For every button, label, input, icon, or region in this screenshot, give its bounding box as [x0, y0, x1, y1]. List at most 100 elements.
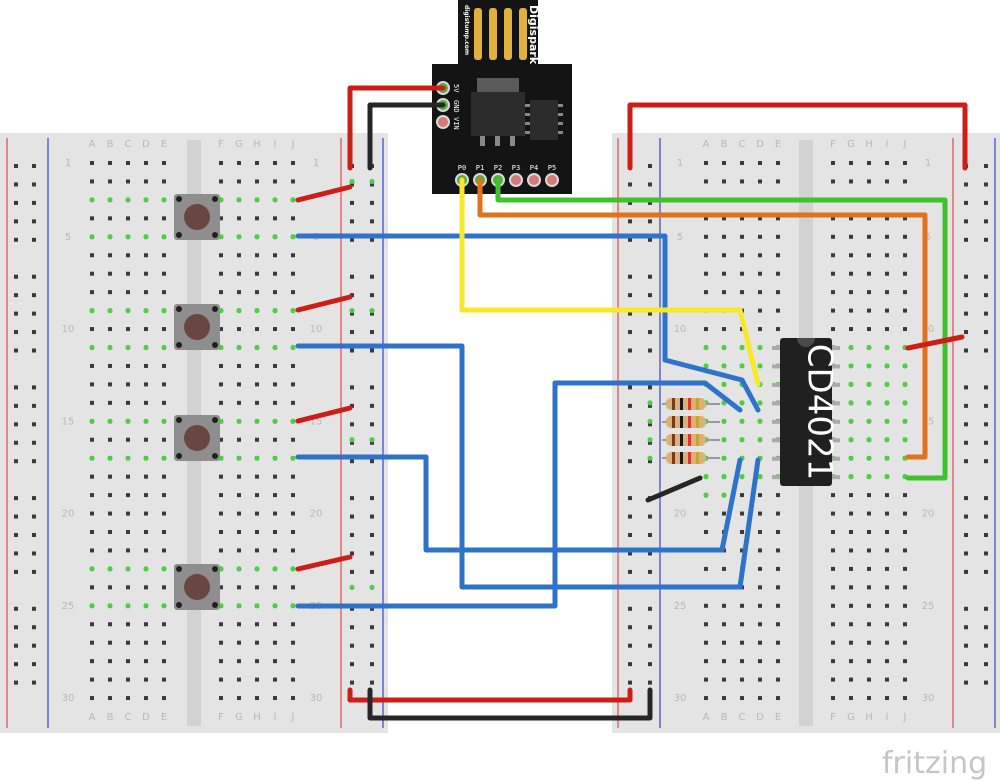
cd4021-chip[interactable]: CD4021: [772, 338, 840, 486]
wire-blue-3[interactable]: [295, 454, 743, 553]
column-letter: A: [703, 139, 710, 150]
resistor-3[interactable]: [662, 434, 720, 446]
wire-red-bottom-bridge[interactable]: [347, 687, 633, 703]
io-pin-label: P5: [548, 164, 556, 172]
io-pin-label: P2: [494, 164, 502, 172]
column-letter: H: [253, 139, 261, 150]
breadboard-right: ABCDEFGHIJABCDEFGHIJ11551010151520202525…: [612, 133, 1000, 733]
column-letter: H: [865, 139, 873, 150]
row-number: 5: [677, 232, 683, 243]
column-letter: E: [161, 139, 167, 150]
row-number: 15: [62, 416, 75, 427]
column-letter: J: [291, 712, 295, 723]
resistor-1[interactable]: [662, 398, 720, 410]
row-number: 1: [65, 158, 71, 169]
column-letter: A: [89, 139, 96, 150]
pushbutton-2[interactable]: [174, 304, 220, 350]
column-letter: D: [142, 712, 150, 723]
pushbutton-1[interactable]: [174, 194, 220, 240]
resistor-4[interactable]: [662, 452, 720, 464]
row-number: 1: [677, 158, 683, 169]
row-number: 30: [674, 693, 687, 704]
power-pin-label-vin: VIN: [452, 117, 460, 130]
resistor-2[interactable]: [662, 416, 720, 428]
column-letter: D: [142, 139, 150, 150]
row-number: 1: [313, 158, 319, 169]
wire-red-button-4[interactable]: [295, 554, 353, 572]
digispark-url: digistump.com: [463, 5, 470, 55]
power-pin-label-gnd: GND: [452, 100, 460, 113]
wire-blue-2[interactable]: [295, 343, 761, 590]
column-letter: J: [903, 139, 907, 150]
column-letter: D: [756, 139, 764, 150]
column-letter: C: [125, 139, 132, 150]
row-number: 15: [922, 416, 935, 427]
column-letter: H: [865, 712, 873, 723]
io-pin-label: P0: [458, 164, 466, 172]
pushbutton-group: [174, 194, 220, 610]
column-letter: D: [756, 712, 764, 723]
row-number: 20: [310, 509, 323, 520]
wire-red-5v[interactable]: [347, 85, 446, 171]
wire-orange-p1[interactable]: [477, 177, 928, 460]
wire-red-button-3[interactable]: [295, 405, 353, 424]
row-number: 20: [674, 509, 687, 520]
fritzing-watermark: fritzing: [882, 746, 987, 781]
column-letter: B: [721, 139, 728, 150]
wire-black-resistor-gnd[interactable]: [645, 475, 703, 503]
wire-blue-4[interactable]: [295, 380, 743, 609]
column-letter: B: [721, 712, 728, 723]
io-pin-label: P3: [512, 164, 520, 172]
column-letter: E: [775, 139, 781, 150]
io-pin-p5[interactable]: [545, 173, 559, 187]
row-number: 30: [62, 693, 75, 704]
column-letter: B: [107, 139, 114, 150]
column-letter: C: [125, 712, 132, 723]
row-number: 5: [65, 232, 71, 243]
column-letter: E: [775, 712, 781, 723]
io-pin-label: P1: [476, 164, 484, 172]
column-letter: J: [291, 139, 295, 150]
row-number: 25: [674, 601, 687, 612]
row-number: 25: [922, 601, 935, 612]
wire-red-right-rail[interactable]: [627, 102, 968, 171]
column-letter: A: [89, 712, 96, 723]
column-letter: F: [830, 139, 836, 150]
row-number: 10: [922, 324, 935, 335]
column-letter: G: [847, 139, 855, 150]
io-pin-p4[interactable]: [527, 173, 541, 187]
wire-red-button-2[interactable]: [295, 294, 353, 313]
wire-red-button-1[interactable]: [295, 184, 353, 203]
column-letter: B: [107, 712, 114, 723]
column-letter: G: [235, 139, 243, 150]
wire-green-p2[interactable]: [495, 177, 948, 481]
row-number: 5: [925, 232, 931, 243]
column-letter: I: [886, 139, 889, 150]
io-pin-p3[interactable]: [509, 173, 523, 187]
wire-yellow-p0[interactable]: [459, 177, 761, 387]
row-number: 30: [922, 693, 935, 704]
row-number: 10: [674, 324, 687, 335]
column-letter: I: [274, 712, 277, 723]
row-number: 1: [925, 158, 931, 169]
wire-black-bottom-bridge[interactable]: [367, 687, 653, 721]
column-letter: J: [903, 712, 907, 723]
chip-label: CD4021: [800, 344, 840, 480]
row-number: 10: [62, 324, 75, 335]
row-number: 10: [310, 324, 323, 335]
column-letter: F: [830, 712, 836, 723]
pushbutton-4[interactable]: [174, 564, 220, 610]
power-pin-label-5v: 5V: [452, 84, 460, 93]
column-letter: H: [253, 712, 261, 723]
power-pin-vin[interactable]: [436, 115, 450, 129]
column-letter: C: [739, 712, 746, 723]
wire-black-gnd[interactable]: [367, 102, 446, 171]
column-letter: G: [235, 712, 243, 723]
wire-red-chip-vdd[interactable]: [905, 334, 965, 351]
row-number: 25: [62, 601, 75, 612]
pushbutton-3[interactable]: [174, 415, 220, 461]
wire-blue-1[interactable]: [295, 233, 761, 413]
column-letter: F: [218, 712, 224, 723]
